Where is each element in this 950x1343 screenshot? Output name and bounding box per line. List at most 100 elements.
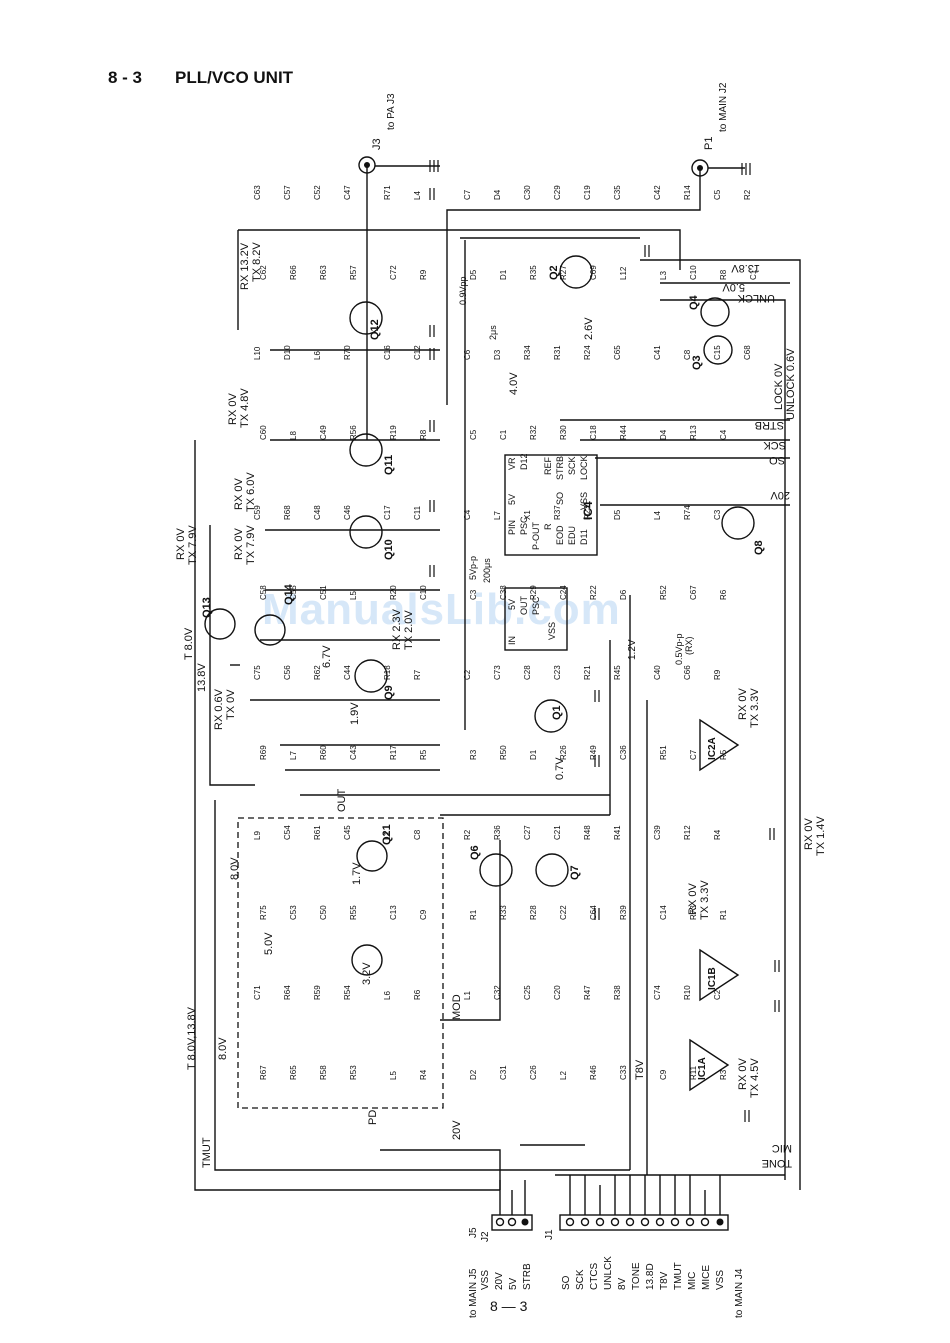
component-label: R65 — [289, 1065, 298, 1080]
component-label: C62 — [259, 265, 268, 280]
component-label: C2 — [713, 989, 722, 1000]
vco-module-box — [237, 817, 444, 1109]
component-label: C9 — [659, 1069, 668, 1080]
component-label: C4 — [719, 429, 728, 440]
ic4-pin-pin: PIN — [507, 520, 517, 535]
j5-sub: J2 — [480, 1231, 491, 1242]
component-label: C57 — [283, 185, 292, 200]
component-label: C30 — [523, 185, 532, 200]
note-rx-2-3v: RX 2.3V — [391, 608, 403, 650]
j1-pin-9: TMUT — [673, 1262, 684, 1290]
component-label: R9 — [713, 669, 722, 680]
note-tx-2-0v: TX 2.0V — [403, 610, 415, 650]
ic4-pin-edu: EDU — [567, 526, 577, 545]
component-label: C2 — [463, 669, 472, 680]
note-t8-13-8v: T 8.0V,13.8V — [186, 1006, 198, 1070]
j1-pin-8: T8V — [659, 1271, 670, 1290]
component-label: R13 — [689, 425, 698, 440]
component-label: C26 — [529, 1065, 538, 1080]
q2-label: Q2 — [548, 265, 560, 280]
note-tx-7-9v-a: TX 7.9V — [187, 525, 199, 565]
component-label: R1 — [469, 909, 478, 920]
component-label: R68 — [283, 505, 292, 520]
component-label: R32 — [529, 425, 538, 440]
note-tx-1-4v: TX 1.4V — [815, 816, 827, 856]
component-label: R56 — [349, 425, 358, 440]
component-label: R6 — [413, 989, 422, 1000]
j3-label: J3 — [371, 138, 383, 150]
note-5-0v: 5.0V — [263, 932, 275, 955]
rail-13-8v: 13.8V — [731, 262, 760, 274]
transistor-symbols — [204, 255, 755, 976]
component-label: C8 — [413, 829, 422, 840]
ic4-pin-vr: VR — [507, 457, 517, 470]
note-rx: (RX) — [684, 637, 694, 656]
component-label: C10 — [419, 585, 428, 600]
ic4-pin-vss: VSS — [579, 492, 589, 510]
component-label: C14 — [659, 905, 668, 920]
q21-label: Q21 — [381, 824, 393, 845]
j5-note: to MAIN J5 — [468, 1268, 479, 1318]
j1-note: to MAIN J4 — [734, 1268, 745, 1318]
component-label: X1 — [523, 510, 532, 520]
note-t8v: T8V — [634, 1059, 646, 1080]
note-tx-4-5v: TX 4.5V — [749, 1058, 761, 1098]
j3-note: to PA J3 — [386, 93, 397, 130]
j1-pin-4: UNLCK — [603, 1256, 614, 1290]
component-label: R38 — [613, 985, 622, 1000]
component-label: R21 — [583, 665, 592, 680]
component-label: R35 — [529, 265, 538, 280]
component-label: C40 — [653, 665, 662, 680]
component-label: D4 — [659, 429, 668, 440]
note-tx-4-8v: TX 4.8V — [239, 388, 251, 428]
component-label: R23 — [583, 505, 592, 520]
component-label: R74 — [683, 505, 692, 520]
component-label: R12 — [683, 825, 692, 840]
component-label: L6 — [313, 351, 322, 360]
component-label: C16 — [383, 345, 392, 360]
note-rx-0v-b: RX 0V — [233, 478, 245, 510]
note-2-6v: 2.6V — [583, 317, 595, 340]
component-label: R18 — [383, 665, 392, 680]
opamp-ic1a — [689, 1038, 730, 1092]
component-label: C49 — [319, 425, 328, 440]
component-label: C67 — [689, 585, 698, 600]
ic1b-label: IC1B — [707, 967, 718, 990]
component-label: R71 — [383, 185, 392, 200]
component-label: D4 — [493, 189, 502, 200]
component-label: R37 — [553, 505, 562, 520]
note-1-7v: 1.7V — [351, 862, 363, 885]
component-label: C18 — [589, 425, 598, 440]
component-label: L5 — [349, 591, 358, 600]
j5-block — [491, 1214, 533, 1231]
note-tx-7-9v-b: TX 7.9V — [245, 525, 257, 565]
q8-label: Q8 — [753, 540, 765, 555]
component-label: C47 — [343, 185, 352, 200]
note-20v: 20V — [451, 1120, 463, 1140]
component-label: R3 — [719, 1069, 728, 1080]
component-label: C53 — [289, 905, 298, 920]
component-label: R19 — [389, 425, 398, 440]
note-rx-13-2v: RX 13.2V — [239, 242, 251, 290]
component-label: R5 — [419, 749, 428, 760]
note-mic: MIC — [772, 1142, 792, 1154]
component-label: C65 — [613, 345, 622, 360]
component-label: C5 — [469, 429, 478, 440]
component-label: R14 — [683, 185, 692, 200]
component-label: C27 — [523, 825, 532, 840]
note-pd: PD — [367, 1110, 379, 1125]
component-label: L3 — [659, 271, 668, 280]
component-label: R57 — [349, 265, 358, 280]
note-0-7v: 0.7V — [554, 757, 566, 780]
note-8v-b: 8.0V — [217, 1037, 229, 1060]
component-label: C24 — [559, 585, 568, 600]
note-4-0v: 4.0V — [508, 372, 520, 395]
ic5-pin-in: IN — [507, 636, 517, 645]
ic5-pin-5v: 5V — [507, 599, 517, 610]
component-label: C68 — [743, 345, 752, 360]
component-label: C72 — [389, 265, 398, 280]
component-label: R67 — [259, 1065, 268, 1080]
j1-pin-7: 13.8D — [645, 1263, 656, 1290]
component-label: R45 — [613, 665, 622, 680]
component-label: C3 — [713, 509, 722, 520]
